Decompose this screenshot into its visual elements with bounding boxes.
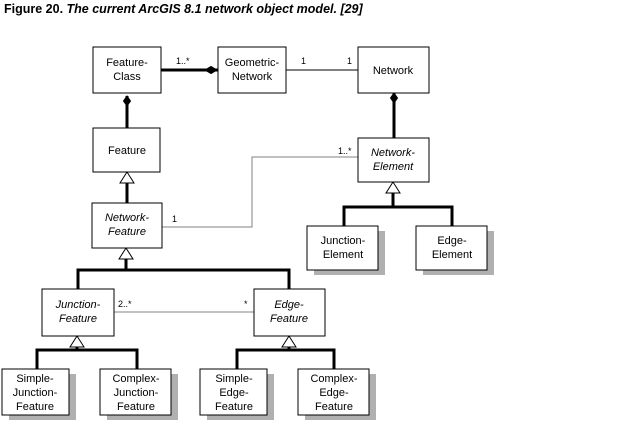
svg-text:Complex-: Complex- <box>112 373 159 385</box>
caption-label: Figure 20. <box>4 2 64 16</box>
svg-text:Feature: Feature <box>117 401 155 413</box>
class-edge-element: Edge- Element <box>415 225 494 275</box>
figure-caption: Figure 20. The current ArcGIS 8.1 networ… <box>4 2 363 16</box>
svg-text:Feature: Feature <box>108 226 146 238</box>
svg-text:Feature: Feature <box>270 313 308 325</box>
class-junction-element: Junction- Element <box>306 225 385 275</box>
svg-text:Edge-: Edge- <box>274 299 304 311</box>
fc-feature-composition-diamond <box>122 95 132 107</box>
jf-children-generalization-line <box>35 348 139 369</box>
nf-generalization-arrow <box>118 247 134 260</box>
multiplicity-ef-association: * <box>244 299 248 309</box>
class-network-element: Network- Element <box>357 137 430 183</box>
class-edge-feature: Edge- Feature <box>253 288 326 337</box>
svg-text:Network-: Network- <box>105 212 149 224</box>
svg-text:Geometric-: Geometric- <box>225 57 280 69</box>
svg-text:Edge-: Edge- <box>219 387 249 399</box>
ne-children-generalization-line <box>342 205 454 226</box>
svg-text:Feature: Feature <box>59 313 97 325</box>
svg-text:Element: Element <box>373 161 414 173</box>
multiplicity-gn-network-left: 1 <box>301 56 306 66</box>
svg-text:Edge-: Edge- <box>319 387 349 399</box>
class-feature: Feature <box>92 127 161 173</box>
svg-text:Junction-: Junction- <box>114 387 159 399</box>
class-simple-junction-feature: Simple- Junction- Feature <box>1 368 76 420</box>
svg-text:Network: Network <box>232 71 273 83</box>
svg-text:Class: Class <box>113 71 141 83</box>
svg-text:Element: Element <box>323 249 363 261</box>
connectors <box>35 65 454 369</box>
caption-text: The current ArcGIS 8.1 network object mo… <box>66 2 363 16</box>
svg-text:Simple-: Simple- <box>215 373 253 385</box>
class-network: Network <box>357 46 430 94</box>
nf-ne-association-line <box>162 156 358 228</box>
class-complex-junction-feature: Complex- Junction- Feature <box>99 368 178 420</box>
class-feature-class: Feature- Class <box>92 46 162 94</box>
feature-nf-generalization-arrow <box>119 171 135 184</box>
fc-gn-composition-diamond <box>204 65 218 75</box>
svg-text:Network-: Network- <box>371 147 415 159</box>
class-network-feature: Network- Feature <box>91 202 163 249</box>
svg-text:Junction-: Junction- <box>55 299 101 311</box>
svg-text:Feature: Feature <box>215 401 253 413</box>
multiplicity-nf-association: 1 <box>172 214 177 224</box>
svg-text:Feature: Feature <box>108 145 146 157</box>
nf-children-generalization-line <box>76 268 291 289</box>
svg-text:Simple-: Simple- <box>16 373 54 385</box>
multiplicity-jf-association: 2..* <box>118 299 132 309</box>
multiplicity-gn-network-right: 1 <box>347 56 352 66</box>
class-junction-feature: Junction- Feature <box>41 288 115 337</box>
svg-text:Complex-: Complex- <box>310 373 357 385</box>
svg-text:Junction-: Junction- <box>321 235 366 247</box>
multiplicity-labels: 1..* 1 1 1..* 1 2..* * <box>118 56 352 309</box>
svg-text:Element: Element <box>432 249 472 261</box>
ef-children-generalization-line <box>235 348 336 369</box>
ef-generalization-arrow <box>281 335 297 348</box>
class-simple-edge-feature: Simple- Edge- Feature <box>199 368 274 420</box>
svg-text:Edge-: Edge- <box>437 235 467 247</box>
network-ne-composition-diamond <box>389 92 399 104</box>
svg-text:Feature: Feature <box>315 401 353 413</box>
ne-generalization-arrow <box>385 181 401 194</box>
class-geometric-network: Geometric- Network <box>217 46 287 94</box>
svg-text:Junction-: Junction- <box>13 387 58 399</box>
class-complex-edge-feature: Complex- Edge- Feature <box>297 368 376 420</box>
multiplicity-fc-gn: 1..* <box>176 56 190 66</box>
multiplicity-ne-association: 1..* <box>338 146 352 156</box>
svg-text:Feature-: Feature- <box>106 57 148 69</box>
jf-generalization-arrow <box>69 335 85 348</box>
svg-text:Feature: Feature <box>16 401 54 413</box>
svg-text:Network: Network <box>373 65 414 77</box>
